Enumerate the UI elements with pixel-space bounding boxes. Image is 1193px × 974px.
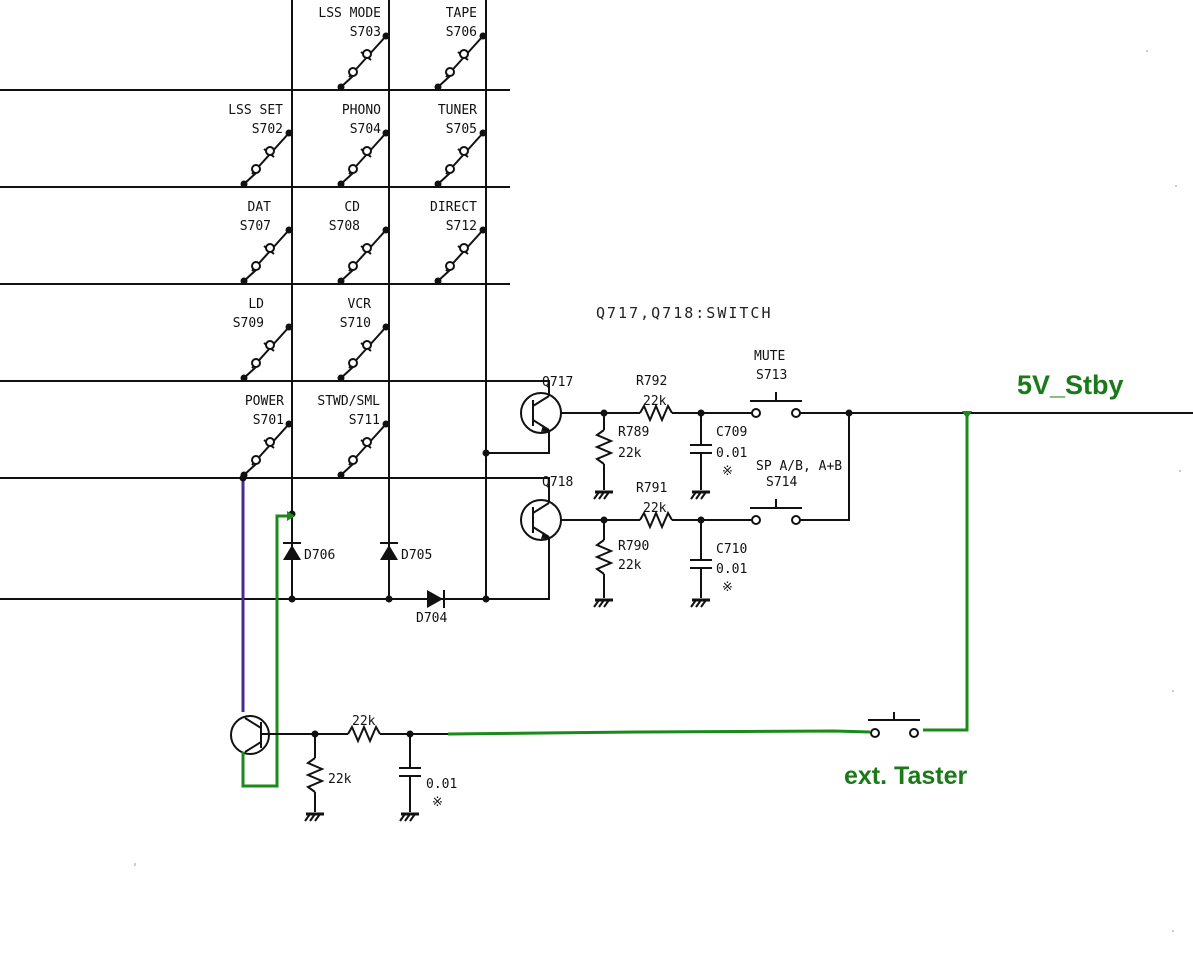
switch-name: LSS MODE [318,6,381,21]
ground-symbol [690,490,710,500]
matrix-columns [291,0,487,599]
switch-ref: S704 [350,122,381,137]
diode-label: D706 [304,548,335,563]
matrix-switch-symbol [337,129,390,188]
diode-label: D704 [416,611,447,626]
switch-ref: S711 [349,413,380,428]
switch-ref: S708 [329,219,360,234]
ground-symbol [399,812,419,822]
ext-push-button: ext. Taster [844,712,967,790]
matrix-switch-symbol [240,323,293,382]
switch-name: DIRECT [430,200,477,215]
switch-ref: S702 [252,122,283,137]
switch-ref: S705 [446,122,477,137]
switch-name: LSS SET [228,103,283,118]
switch-ref: S714 [766,475,797,490]
transistor-label: Q718 [542,475,573,490]
capacitor-value: 0.01 [426,777,457,792]
diode-d706: D706 [283,510,335,603]
capacitor-mark: ※ [722,580,733,595]
resistor-value: 22k [643,394,667,409]
matrix-switch-symbol [337,323,390,382]
matrix-switch-symbol [337,420,390,479]
resistor-ref: R790 [618,539,649,554]
matrix-rows [0,89,531,600]
resistor-value: 22k [618,446,642,461]
capacitor-ref: C709 [716,425,747,440]
switch-name: PHONO [342,103,381,118]
switch-ref: S712 [446,219,477,234]
switch-ref: S701 [253,413,284,428]
switch-ref: S710 [340,316,371,331]
ext-button-label: ext. Taster [844,762,967,790]
switch-name: STWD/SML [317,394,380,409]
diode-d704: D704 [416,449,490,626]
ground-symbol [304,812,324,822]
capacitor-mark: ※ [432,795,443,810]
resistor-value: 22k [618,558,642,573]
switch-symbols [240,32,487,479]
q717-base-network: R792 22k R789 22k C709 0.01 ※ [594,374,752,490]
switch-name: LD [248,297,264,312]
switch-name: SP A/B, A+B [756,459,842,474]
switch-ref: S706 [446,25,477,40]
q718-base-network: R791 22k R790 22k C710 0.01 ※ [594,481,752,598]
ground-symbol [593,598,613,608]
diode-d705: D705 [380,542,432,603]
switch-name: CD [344,200,360,215]
switch-ref: S709 [233,316,264,331]
matrix-switch-symbol [240,420,293,479]
switch-ref: S707 [240,219,271,234]
resistor-ref: R792 [636,374,667,389]
resistor-value: 22k [352,714,376,729]
transistor-q718: Q718 [520,475,620,600]
transistor-q717: Q717 [486,375,620,454]
resistor-value: 22k [328,772,352,787]
matrix-switch-symbol [434,226,487,285]
capacitor-mark: ※ [722,464,733,479]
ext-power-circuit: 22k 22k 0.01 ※ [230,474,871,812]
ground-symbol [690,598,710,608]
switch-sp: SP A/B, A+B S714 [750,413,850,525]
switch-name: DAT [248,200,272,215]
switch-labels: LSS MODE S703 TAPE S706 LSS SET S702 PHO… [228,6,477,428]
switch-mute: MUTE S713 [750,349,1193,418]
matrix-switch-symbol [337,226,390,285]
supply-label: 5V_Stby [1017,370,1124,400]
ground-symbols [304,490,710,822]
resistor-ref: R789 [618,425,649,440]
matrix-switch-symbol [434,129,487,188]
resistor-ref: R791 [636,481,667,496]
diagram-title: Q717,Q718:SWITCH [596,304,773,322]
supply-5v-stby: 5V_Stby [923,370,1124,732]
switch-name: MUTE [754,349,785,364]
ground-symbol [593,490,613,500]
switch-name: VCR [348,297,372,312]
matrix-switch-symbol [240,226,293,285]
capacitor-ref: C710 [716,542,747,557]
matrix-switch-symbol [337,32,390,91]
switch-name: TUNER [438,103,477,118]
switch-ref: S713 [756,368,787,383]
switch-ref: S703 [350,25,381,40]
matrix-switch-symbol [434,32,487,91]
capacitor-value: 0.01 [716,446,747,461]
switch-name: TAPE [446,6,477,21]
diode-label: D705 [401,548,432,563]
transistor-label: Q717 [542,375,573,390]
matrix-switch-symbol [240,129,293,188]
scan-specks [134,50,1181,932]
capacitor-value: 0.01 [716,562,747,577]
switch-name: POWER [245,394,284,409]
resistor-value: 22k [643,501,667,516]
